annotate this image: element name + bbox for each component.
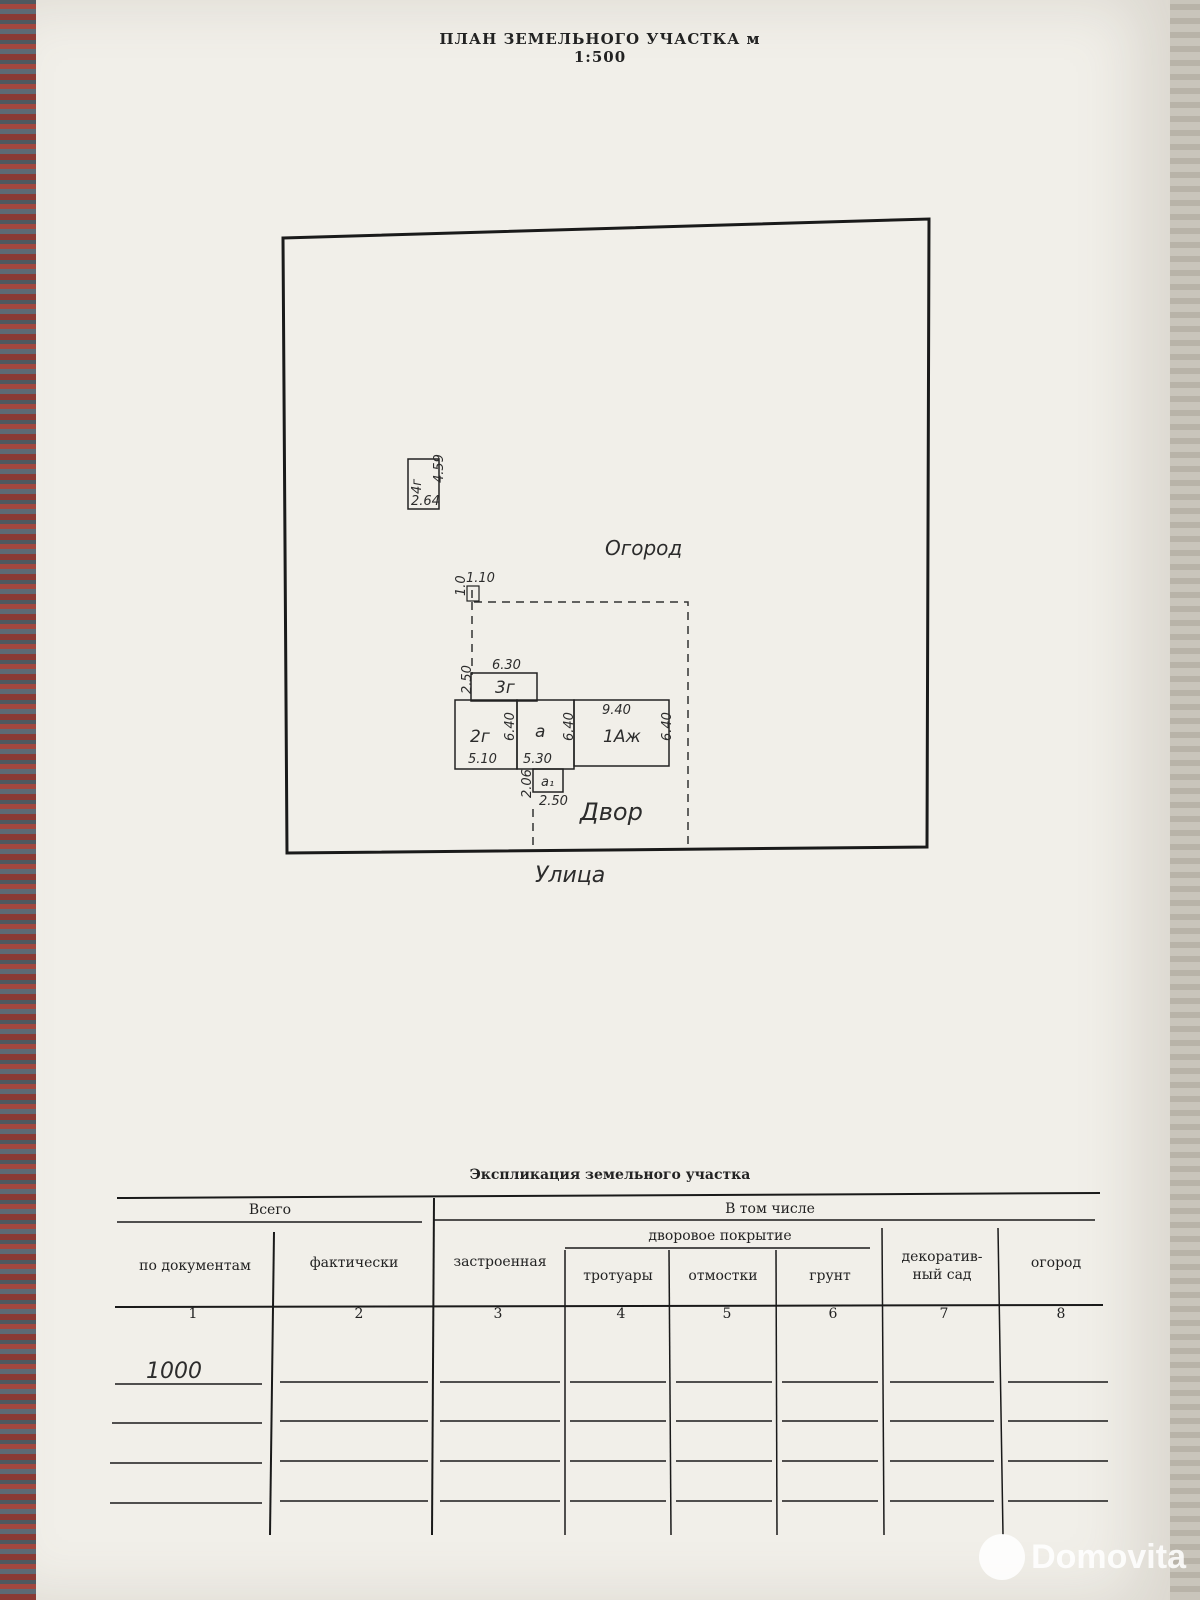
document-title: ПЛАН ЗЕМЕЛЬНОГО УЧАСТКА м 1:500 <box>439 30 761 66</box>
dim-3g-depth: 2.50 <box>460 665 475 694</box>
building-1a <box>573 699 670 767</box>
cell-documents-value: 1000 <box>146 1359 202 1384</box>
label-street: Улица <box>535 863 605 888</box>
col-number-8: 8 <box>1056 1306 1066 1322</box>
col-number-1: 1 <box>188 1306 198 1322</box>
label-2g: 2г <box>470 727 490 747</box>
background-right <box>1170 0 1200 1600</box>
label-3g: 3г <box>495 678 515 698</box>
col-header-7: декоратив-ный сад <box>901 1249 983 1283</box>
dim-4g-width: 2.64 <box>411 494 440 509</box>
col-header-3: застроенная <box>453 1254 547 1270</box>
header-including: В том числе <box>725 1201 815 1217</box>
building-3g <box>470 672 538 702</box>
building-4g <box>407 458 440 510</box>
col-number-6: 6 <box>828 1306 838 1322</box>
label-a: а <box>535 722 545 742</box>
dim-4g-depth: 4.59 <box>432 454 447 483</box>
col-header-1: по документам <box>139 1258 251 1274</box>
yard-dashed-line <box>471 590 689 848</box>
dim-1a-depth: 6.40 <box>660 712 675 741</box>
header-yard-cover: дворовое покрытие <box>648 1228 792 1244</box>
dim-2g-depth: 6.40 <box>503 712 518 741</box>
col-header-5: отмостки <box>688 1268 758 1284</box>
label-a1: а₁ <box>541 775 554 790</box>
label-yard: Двор <box>579 798 643 826</box>
dim-3g-width: 6.30 <box>492 658 521 673</box>
dim-a-width: 5.30 <box>523 752 552 767</box>
dim-5g-width: 1.10 <box>466 571 495 586</box>
watermark: Domovita <box>979 1534 1186 1580</box>
dim-a-depth: 6.40 <box>562 712 577 741</box>
label-1a: 1Аж <box>603 727 641 747</box>
col-number-3: 3 <box>493 1306 503 1322</box>
building-5g <box>466 585 480 602</box>
explication-title: Экспликация земельного участка <box>469 1167 751 1183</box>
col-header-4: тротуары <box>583 1268 653 1284</box>
building-a1 <box>532 768 564 793</box>
plot-boundary <box>281 217 931 855</box>
header-total: Всего <box>248 1202 292 1218</box>
dim-a1-width: 2.50 <box>539 794 568 809</box>
col-number-4: 4 <box>616 1306 626 1322</box>
dim-5g-depth: 1.0 <box>454 575 469 596</box>
col-number-2: 2 <box>354 1306 364 1322</box>
dim-1a-width: 9.40 <box>602 703 631 718</box>
watermark-text: Domovita <box>1031 1537 1186 1576</box>
col-header-6: грунт <box>809 1268 851 1284</box>
label-garden: Огород <box>605 536 682 560</box>
table-grid <box>110 1192 1108 1536</box>
paper-sheet <box>36 0 1176 1600</box>
watermark-logo-icon <box>979 1534 1026 1580</box>
dim-a1-depth: 2.06 <box>520 769 535 798</box>
col-header-8: огород <box>1030 1255 1082 1271</box>
col-header-2: фактически <box>309 1255 399 1271</box>
col-number-5: 5 <box>722 1306 732 1322</box>
dim-2g-width: 5.10 <box>468 752 497 767</box>
col-number-7: 7 <box>939 1306 949 1322</box>
label-4g: 4г <box>410 479 425 494</box>
